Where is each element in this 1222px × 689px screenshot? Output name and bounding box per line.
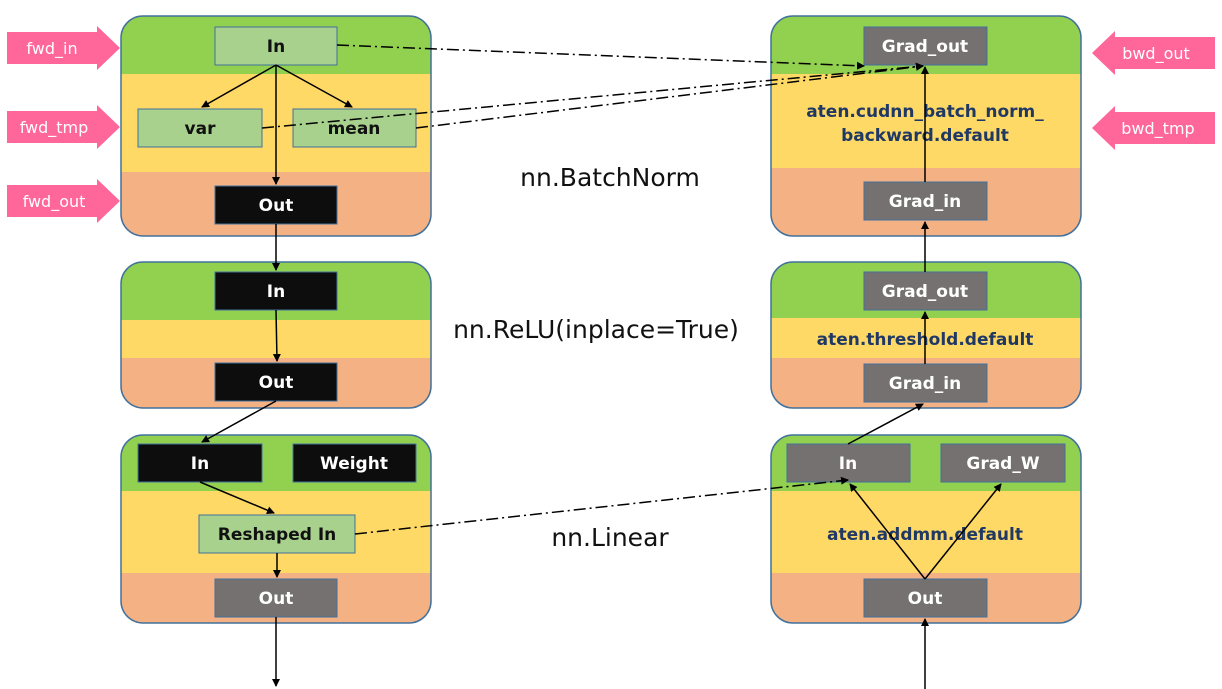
backward-relu-module: Grad_out aten.threshold.default Grad_in [770, 261, 1082, 409]
tag-fwd-out: fwd_out [7, 179, 120, 223]
backward-batchnorm-module: Grad_out aten.cudnn_batch_norm_ backward… [770, 15, 1082, 237]
bwd-linear-in-box [786, 443, 911, 483]
arrow-out-to-in [849, 483, 926, 580]
fwd-bn-var-label: var [185, 119, 217, 139]
tag-bwd-out-label: bwd_out [1122, 44, 1190, 64]
bwd-bn-grad-out-label: Grad_out [882, 37, 968, 57]
bwd-relu-grad-in-box [863, 363, 988, 403]
bwd-linear-out-label: Out [908, 589, 943, 609]
forward-linear-module: In Weight Reshaped In Out [120, 434, 432, 624]
fwd-linear-reshaped-in-box [198, 514, 356, 554]
fwd-bn-in-label: In [267, 37, 285, 57]
fwd-linear-weight-label: Weight [320, 454, 388, 474]
forward-batchnorm-module: In var mean Out [120, 15, 432, 237]
saved-tensor-links [261, 44, 924, 535]
fwd-relu-out-label: Out [259, 373, 294, 393]
fwd-relu-out-box [214, 362, 338, 402]
tag-fwd-out-label: fwd_out [23, 192, 86, 212]
arrow-relu-out-to-linear-in [201, 400, 277, 443]
tag-bwd-tmp: bwd_tmp [1092, 106, 1215, 150]
bwd-linear-in-label: In [839, 454, 857, 474]
fwd-relu-in-label: In [267, 282, 285, 302]
arrow-in-to-reshaped [199, 481, 275, 514]
link-var-to-grad-out [261, 62, 924, 129]
bwd-bn-grad-in-box [863, 181, 988, 221]
module-label-relu: nn.ReLU(inplace=True) [453, 315, 739, 344]
tag-fwd-in: fwd_in [7, 26, 120, 70]
fwd-bn-in-box [214, 26, 338, 66]
tag-bwd-out: bwd_out [1092, 31, 1215, 75]
arrow-out-to-grad-w [924, 483, 1002, 580]
bwd-bn-grad-in-label: Grad_in [889, 192, 961, 212]
fwd-linear-weight-box [292, 443, 417, 483]
fwd-linear-out-box [214, 578, 338, 618]
fwd-bn-out-box [214, 185, 338, 225]
arrow-relu-in-to-out [272, 309, 281, 362]
fwd-linear-out-label: Out [259, 589, 294, 609]
bwd-linear-out-box [863, 578, 988, 618]
tag-fwd-in-label: fwd_in [26, 39, 77, 59]
tag-fwd-tmp-label: fwd_tmp [20, 118, 89, 138]
tag-fwd-tmp: fwd_tmp [7, 105, 120, 149]
bwd-linear-op-label: aten.addmm.default [827, 525, 1023, 545]
bwd-bn-grad-out-box [863, 26, 988, 66]
module-label-linear: nn.Linear [551, 523, 669, 552]
tag-bwd-tmp-label: bwd_tmp [1121, 119, 1194, 139]
fwd-bn-out-label: Out [259, 196, 294, 216]
backward-linear-module: In Grad_W aten.addmm.default Out [770, 434, 1082, 624]
bwd-linear-grad-w-label: Grad_W [966, 454, 1039, 474]
bwd-linear-grad-w-box [940, 443, 1066, 483]
link-mean-to-grad-out [415, 62, 924, 129]
fwd-linear-reshaped-in-label: Reshaped In [218, 525, 337, 545]
bwd-relu-grad-in-label: Grad_in [889, 374, 961, 394]
forward-relu-module: In Out [120, 261, 432, 409]
fwd-bn-mean-label: mean [328, 119, 381, 139]
link-reshaped-in-to-in [354, 476, 849, 535]
arrow-in-to-var [201, 64, 277, 108]
fwd-linear-in-label: In [191, 454, 209, 474]
arrow-linear-in-to-relu-grad-in [847, 403, 924, 445]
module-label-batchnorm: nn.BatchNorm [520, 163, 700, 192]
arrow-in-to-mean [275, 64, 353, 108]
bwd-relu-grad-out-label: Grad_out [882, 282, 968, 302]
bwd-relu-grad-out-box [863, 271, 988, 311]
